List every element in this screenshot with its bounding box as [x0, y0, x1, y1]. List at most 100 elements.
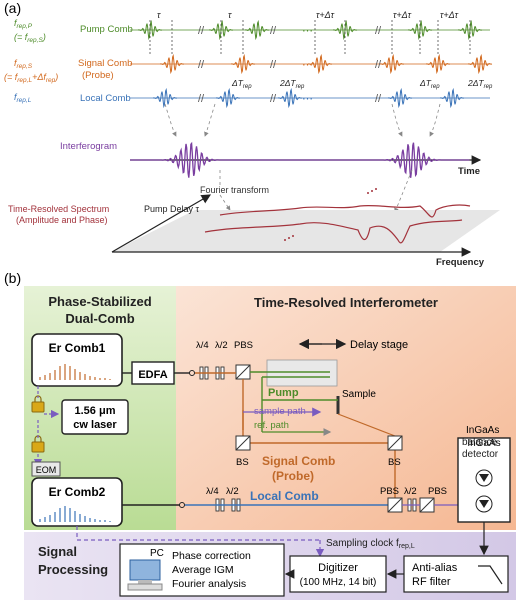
- pump-label: Pump: [268, 387, 299, 399]
- svg-text:frep,P: frep,P: [14, 18, 33, 30]
- signal-pulse: [425, 53, 451, 75]
- dtrep-1-sub: rep: [243, 84, 252, 90]
- dual-comb-title: Dual-Comb: [65, 311, 134, 326]
- photodiode-icon-1: [475, 469, 493, 487]
- local-dots: ⋯: [302, 93, 313, 105]
- signal-pulse: [159, 53, 185, 75]
- two-dtrep-2: 2ΔT: [467, 78, 484, 88]
- ingaas-line2: balance: [462, 437, 497, 448]
- panel-b-label: (b): [4, 270, 21, 286]
- sampling-clock-line: [76, 526, 320, 541]
- local-pulse: [387, 87, 413, 109]
- local-pulse: [439, 87, 465, 109]
- lambda4-bottom: λ/4: [206, 486, 219, 497]
- frep-p-eq-sub: rep,S: [27, 37, 43, 44]
- delay-stage-label: Delay stage: [350, 339, 408, 351]
- lambda2-right: λ/2: [404, 486, 417, 497]
- probe-b-label: (Probe): [272, 469, 314, 483]
- frep-p-eq: (= f: [14, 32, 29, 42]
- time-label: Time: [458, 166, 480, 177]
- computer-icon: [127, 559, 163, 591]
- phase-stabilized-title: Phase-Stabilized: [48, 294, 151, 309]
- trs-label-1: Time-Resolved Spectrum: [8, 204, 109, 214]
- delay-stage-box: [266, 359, 338, 387]
- svg-text:frep,L: frep,L: [14, 92, 32, 104]
- dtrep-1: ΔT: [231, 78, 244, 88]
- sampling-clock-label: Sampling clock f: [326, 538, 399, 549]
- lambda2-top: λ/2: [215, 340, 228, 351]
- panel-a-label: (a): [4, 0, 21, 16]
- svg-text://: //: [375, 93, 382, 105]
- ref-path-label: ref. path: [254, 420, 289, 431]
- er-comb1-label: Er Comb1: [49, 341, 106, 355]
- pump-pulse: [244, 19, 270, 41]
- spectrum-trace-back: [219, 204, 471, 218]
- frep-s-eq-sub: rep,L: [17, 77, 32, 84]
- signal-pulse: [379, 53, 405, 75]
- tau-plus-2: τ+Δτ: [393, 10, 412, 20]
- frep-l-sub: rep,L: [17, 97, 32, 104]
- frep-p-sub: rep,P: [17, 23, 33, 30]
- sample-label: Sample: [342, 389, 376, 400]
- pbs-bottom-2-label: PBS: [428, 486, 447, 497]
- svg-text://: //: [375, 59, 382, 71]
- tri-title: Time-Resolved Interferometer: [254, 295, 438, 310]
- photodiode-icon-2: [475, 495, 493, 513]
- signal-processing-line1: Signal: [38, 544, 77, 559]
- local-pulses: [152, 87, 465, 109]
- lambda2-bottom: λ/2: [226, 486, 239, 497]
- tau-plus-1: τ+Δτ: [316, 10, 335, 20]
- pbs-top-label: PBS: [234, 340, 253, 351]
- er-comb1-spectrum: [39, 364, 111, 380]
- tau-1: τ: [157, 10, 161, 20]
- pc-average-igm: Average IGM: [172, 564, 234, 576]
- tau-2: τ: [228, 10, 232, 20]
- signal-pulse: [307, 53, 333, 75]
- sample-path-label: sample path: [254, 406, 306, 417]
- two-dtrep-2-sub: rep: [484, 84, 493, 90]
- interferogram-trace: [130, 141, 470, 178]
- frep-s-label: f: [14, 58, 18, 68]
- ingaas-line1: InGaAs: [467, 438, 500, 449]
- digitizer-line2: (100 MHz, 14 bit): [300, 577, 377, 588]
- svg-text://: //: [270, 25, 277, 37]
- svg-text:(= frep,L+Δfrep): (= frep,L+Δfrep): [4, 72, 58, 84]
- tau-plus-3: τ+Δτ: [440, 10, 459, 20]
- fourier-label: Fourier transform: [200, 185, 269, 195]
- frep-p-label: f: [14, 18, 18, 28]
- trs-label-2: (Amplitude and Phase): [16, 215, 108, 225]
- digitizer-box: [289, 555, 387, 593]
- ingaas-label-top: InGaAs: [466, 425, 499, 436]
- signal-processing-line2: Processing: [38, 562, 108, 577]
- antialias-line1: Anti-alias: [412, 562, 458, 574]
- svg-text:2ΔTrep: 2ΔTrep: [279, 78, 305, 90]
- lambda4-top: λ/4: [196, 340, 209, 351]
- sampling-clock-sub: rep,L: [399, 543, 415, 550]
- two-dtrep-1-sub: rep: [296, 84, 305, 90]
- digitizer-line1: Digitizer: [318, 562, 358, 574]
- frep-s-eq-end: +Δf: [32, 72, 47, 82]
- pc-phase-correction: Phase correction: [172, 550, 251, 562]
- pump-delay-label: Pump Delay τ: [144, 204, 200, 214]
- lowpass-icon: [478, 565, 503, 585]
- frep-l-label: f: [14, 92, 18, 102]
- signal-dots: ⋯: [302, 59, 313, 71]
- local-comb-label: Local Comb: [80, 93, 131, 104]
- dtrep-2: ΔT: [419, 78, 432, 88]
- er-comb2-label: Er Comb2: [49, 485, 106, 499]
- signal-comb-b-label: Signal Comb: [262, 454, 335, 468]
- frep-s-eq: (= f: [4, 72, 19, 82]
- svg-text://: //: [375, 25, 382, 37]
- local-pulse: [152, 87, 178, 109]
- cw-laser-line2: cw laser: [73, 419, 117, 431]
- cw-laser-line1: 1.56 μm: [75, 405, 116, 417]
- bs-left-label: BS: [236, 457, 249, 468]
- bs-right-label: BS: [388, 457, 401, 468]
- er-comb2-spectrum: [39, 506, 111, 522]
- svg-text:(= frep,S): (= frep,S): [14, 32, 46, 44]
- pc-fourier-analysis: Fourier analysis: [172, 578, 246, 590]
- svg-text://: //: [198, 25, 205, 37]
- svg-text:ΔTrep: ΔTrep: [231, 78, 252, 90]
